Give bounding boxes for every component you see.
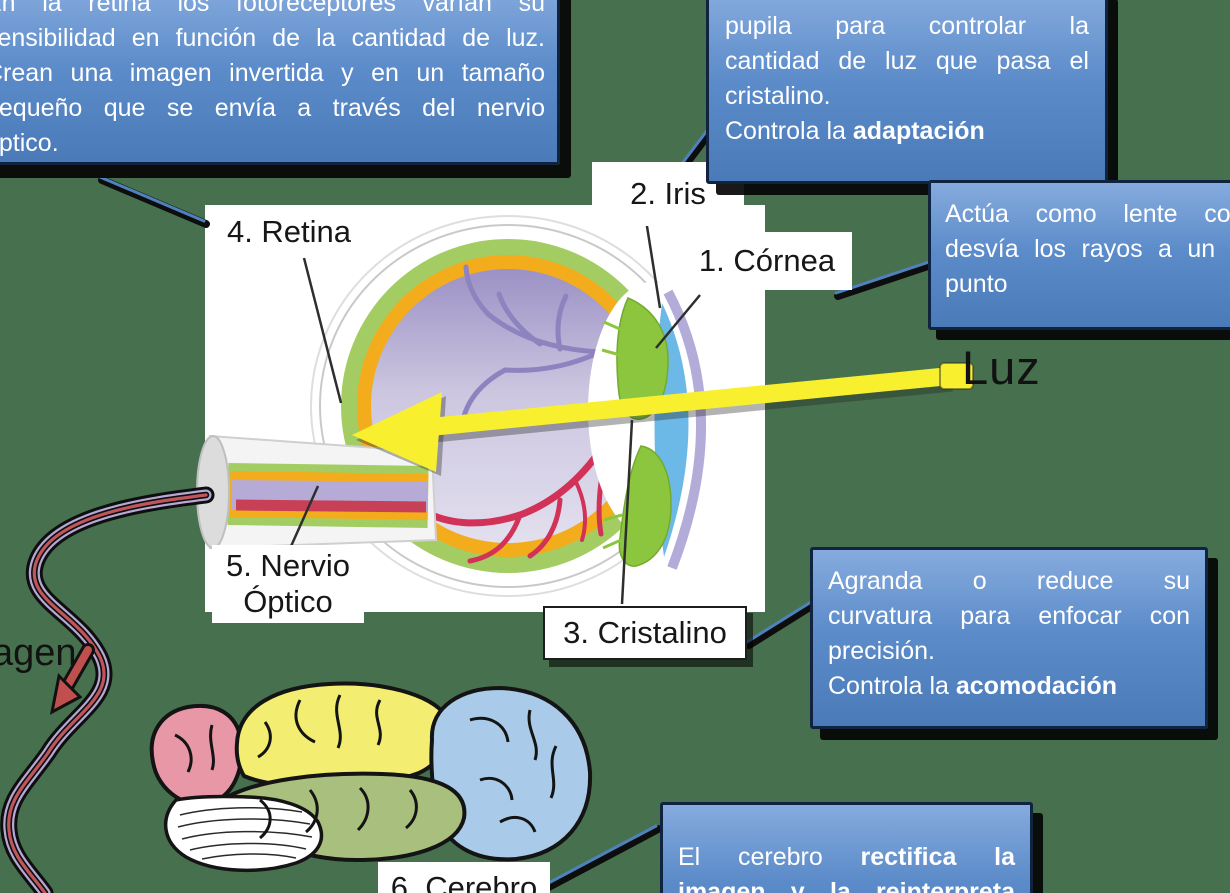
- imagen-fragment-text: agen: [0, 632, 77, 674]
- iris-cornea-assembly: [588, 282, 716, 570]
- callout-photoreceptors-text: En la retina los fotoreceptores varían s…: [0, 0, 545, 157]
- label-nervio-optico: 5. Nervio Óptico: [212, 545, 364, 623]
- label-nervio-line2: Óptico: [243, 584, 333, 619]
- light-arrow: [352, 362, 974, 476]
- cornea-callout-line: [655, 294, 701, 349]
- optic-nerve-tube: [196, 434, 438, 550]
- luz-text: Luz: [962, 341, 1041, 394]
- callout-photoreceptors: En la retina los fotoreceptores varían s…: [0, 0, 560, 165]
- imagen-fragment: agen: [0, 632, 77, 675]
- label-cristalino-text: 3. Cristalino: [563, 615, 727, 650]
- brain-gyri: [174, 694, 558, 840]
- optic-nerve-pathway: [0, 486, 215, 893]
- parietal-lobe-yellow: [234, 681, 450, 790]
- label-cerebro: 6. Cerebro: [378, 862, 550, 893]
- eye-illustration: [196, 215, 716, 597]
- luz-annotation: Luz: [962, 340, 1041, 395]
- imagen-arrow: [49, 643, 95, 715]
- label-nervio-line1: 5. Nervio: [225, 548, 351, 583]
- cornea-outline: [663, 289, 706, 570]
- iris-callout-line: [644, 219, 662, 309]
- cerebellum-white: [163, 794, 324, 873]
- label-cerebro-text: 6. Cerebro: [390, 870, 538, 893]
- label-cornea-text: 1. Córnea: [698, 243, 836, 278]
- cerebellum-hatching: [177, 806, 313, 860]
- label-callout-lines: [286, 219, 701, 605]
- label-retina: 4. Retina: [218, 210, 360, 254]
- brain-illustration: [149, 681, 593, 873]
- label-iris-text: 2. Iris: [630, 176, 706, 211]
- retina-callout-line: [302, 257, 343, 404]
- label-retina-text: 4. Retina: [226, 214, 352, 249]
- label-cristalino: 3. Cristalino: [543, 606, 747, 660]
- occipital-lobe-pink: [149, 703, 244, 807]
- cristalino-callout-line: [620, 419, 634, 605]
- purple-vessels: [461, 264, 603, 419]
- label-cornea: 1. Córnea: [682, 232, 852, 290]
- nervio-callout-line: [286, 485, 320, 554]
